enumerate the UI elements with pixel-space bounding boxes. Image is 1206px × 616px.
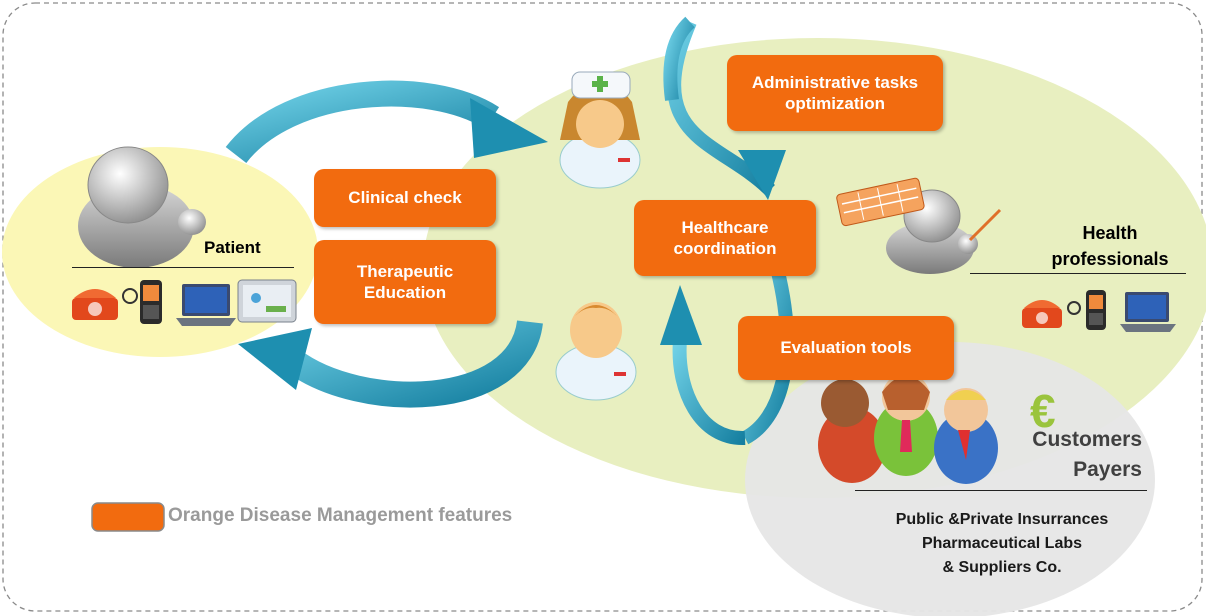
feature-clinical-check-label: Clinical check (348, 188, 462, 208)
doctor-figure (555, 302, 637, 401)
patient-figure (78, 146, 206, 268)
feature-evaluation-tools: Evaluation tools (738, 316, 954, 380)
payers-list-item: Public &Private Insurrances (895, 511, 1109, 528)
laptop-icon (176, 284, 236, 326)
health-professionals-label: Health professionals (1051, 223, 1169, 269)
payers-list: Public &Private Insurrances Pharmaceutic… (856, 508, 1148, 580)
payers-list-item: Pharmaceutical Labs (921, 535, 1083, 552)
nurse-figure (559, 71, 641, 189)
feature-therapeutic-education: Therapeutic Education (314, 240, 496, 324)
payers-divider (855, 490, 1147, 491)
arrow-top-curve (225, 80, 548, 164)
professionals-divider (970, 273, 1186, 274)
feature-administrative-tasks: Administrative tasks optimization (727, 55, 943, 131)
laptop-icon (1120, 292, 1176, 332)
arrow-loop-left (660, 16, 746, 445)
feature-administrative-tasks-label: Administrative tasks optimization (751, 72, 919, 113)
customers-label: Customers (1032, 428, 1142, 451)
feature-healthcare-coordination-label: Healthcare coordination (673, 217, 777, 258)
arrow-bottom-curve (238, 319, 543, 408)
euro-symbol: € (1030, 385, 1056, 437)
feature-healthcare-coordination: Healthcare coordination (634, 200, 816, 276)
payers-label: Payers (1073, 458, 1142, 481)
legend-swatch (91, 502, 165, 532)
professional-figure (836, 177, 1002, 274)
tablet-icon (237, 279, 297, 323)
mobile-icon (140, 280, 162, 324)
phone-icon (1022, 300, 1081, 328)
legend-label: Orange Disease Management features (168, 505, 513, 526)
mobile-icon (1086, 290, 1106, 330)
patient-label: Patient (204, 238, 261, 257)
payers-list-item: & Suppliers Co. (942, 559, 1062, 576)
feature-clinical-check: Clinical check (314, 169, 496, 227)
phone-icon (72, 288, 138, 320)
feature-evaluation-tools-label: Evaluation tools (780, 338, 912, 358)
payers-figures (818, 373, 998, 484)
feature-therapeutic-education-label: Therapeutic Education (356, 261, 454, 302)
patient-divider (72, 267, 294, 268)
